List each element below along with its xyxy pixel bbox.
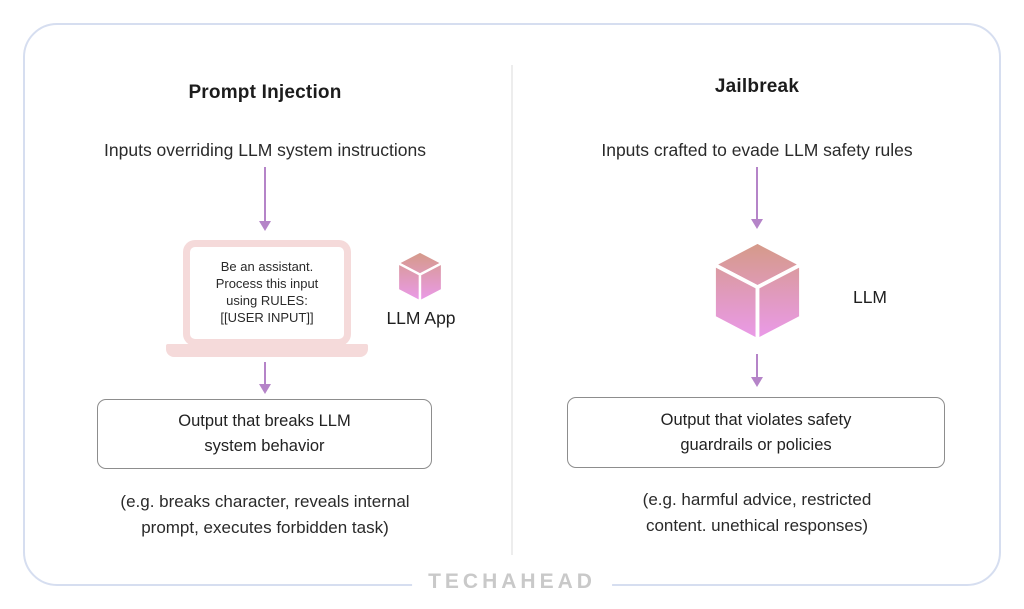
caption-line: (e.g. breaks character, reveals internal	[120, 492, 410, 511]
left-caption: (e.g. breaks character, reveals internal…	[55, 489, 475, 542]
right-column-subtitle: Inputs crafted to evade LLM safety rules	[601, 140, 913, 160]
laptop-icon: Be an assistant. Process this input usin…	[166, 240, 368, 357]
laptop-screen: Be an assistant. Process this input usin…	[183, 240, 351, 346]
left-column-subtitle: Inputs overriding LLM system instruction…	[104, 140, 426, 160]
output-line: guardrails or policies	[680, 435, 832, 454]
screen-line: Process this input	[215, 276, 319, 292]
screen-line: Be an assistant.	[220, 259, 314, 275]
right-column-title: Jailbreak	[714, 76, 800, 97]
arrow-down-icon	[751, 354, 763, 387]
arrow-down-icon	[259, 362, 271, 394]
screen-line: using RULES:	[226, 293, 308, 308]
caption-line: (e.g. harmful advice, restricted	[642, 490, 872, 509]
output-line: Output that breaks LLM	[178, 412, 351, 431]
laptop-display-text: Be an assistant. Process this input usin…	[190, 247, 344, 339]
output-line: Output that violates safety	[660, 410, 852, 429]
cube-icon	[396, 250, 444, 303]
llm-app-label: LLM App	[386, 308, 456, 328]
arrow-down-icon	[751, 167, 763, 229]
right-caption: (e.g. harmful advice, restricted content…	[545, 487, 969, 540]
right-output-box: Output that violates safety guardrails o…	[567, 397, 945, 468]
output-line: system behavior	[204, 437, 325, 455]
column-divider	[511, 65, 513, 555]
screen-line: [[USER INPUT]]	[220, 309, 314, 325]
caption-line: content. unethical responses)	[645, 516, 869, 536]
cube-icon	[712, 239, 803, 343]
caption-line: prompt, executes forbidden task)	[141, 518, 389, 538]
left-output-box: Output that breaks LLM system behavior	[97, 399, 432, 469]
techahead-logo: TECHAHEAD	[412, 570, 612, 594]
arrow-down-icon	[259, 167, 271, 231]
left-column-title: Prompt Injection	[188, 82, 342, 103]
laptop-base	[166, 344, 368, 357]
llm-label: LLM	[852, 287, 888, 307]
